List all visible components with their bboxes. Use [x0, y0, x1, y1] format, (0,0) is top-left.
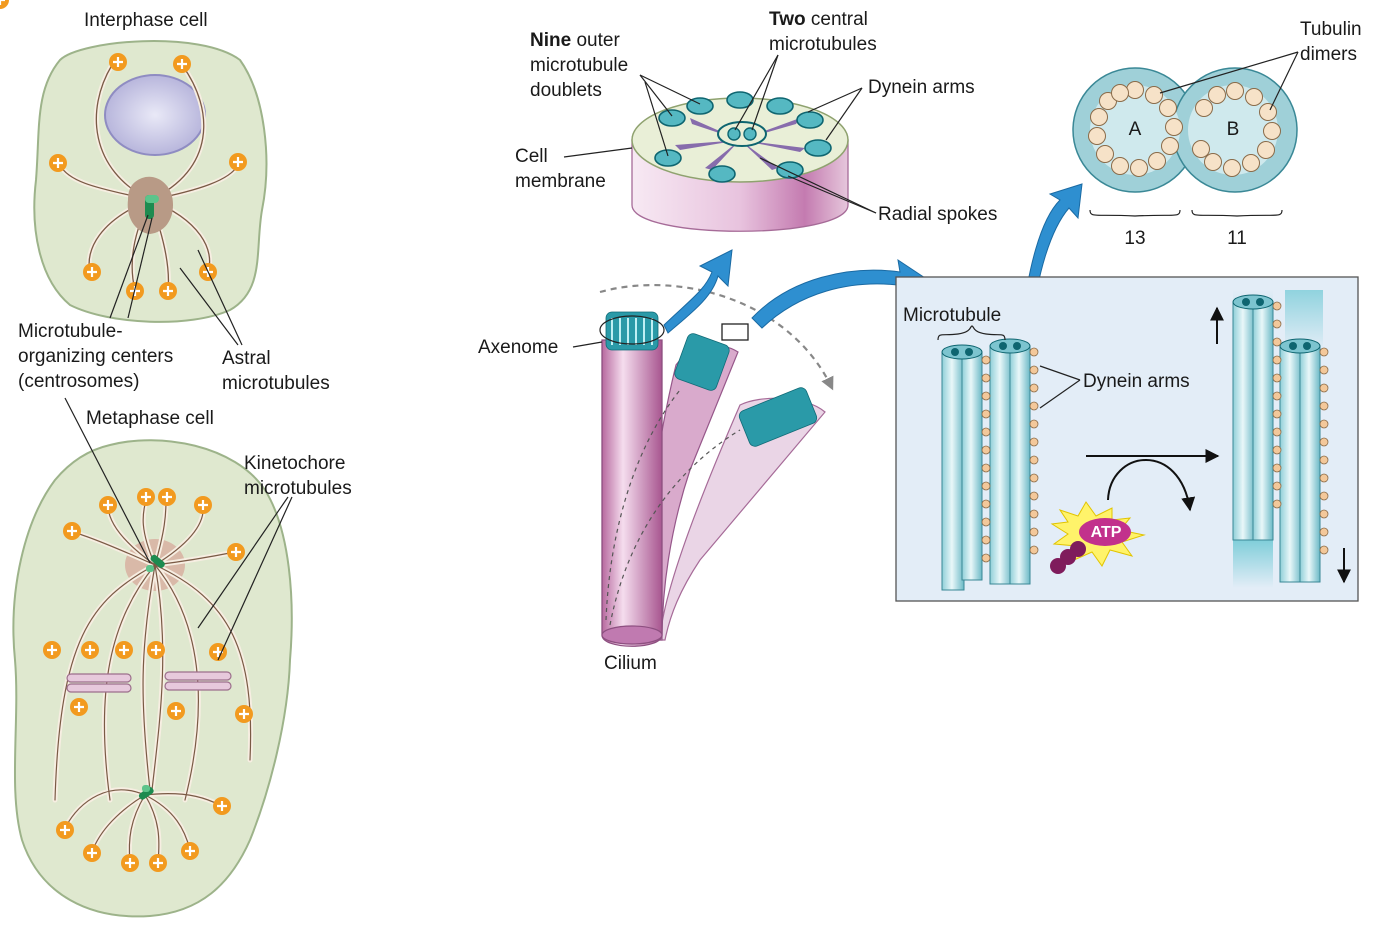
plus-end-icon [0, 0, 9, 9]
mtoc-label-line2: organizing centers [18, 346, 174, 367]
nucleus [104, 74, 206, 156]
tubulin-label-line1: Tubulin [1300, 19, 1362, 40]
radial-spokes-label: Radial spokes [878, 204, 998, 225]
tubule-a-label: A [1128, 119, 1142, 140]
axoneme-cross-section [631, 91, 849, 232]
doublet-right [1232, 294, 1321, 583]
kinetochore-label-line2: microtubules [244, 478, 352, 499]
tubule-b-label: B [1226, 119, 1240, 140]
mtoc-label-line1: Microtubule- [18, 321, 123, 342]
astral-label-line1: Astral [222, 348, 271, 369]
cross-section-leaders [563, 54, 877, 214]
atp-icon [1050, 501, 1146, 574]
axenome-label: Axenome [478, 337, 559, 358]
count-a-label: 13 [1124, 228, 1146, 249]
nine-doublets-label-line2: microtubule [530, 55, 629, 76]
kinetochore-label-line1: Kinetochore [244, 453, 346, 474]
dynein-panel [895, 276, 1359, 602]
nine-bold: Nine [530, 30, 572, 51]
doublet-left [941, 338, 1031, 591]
astral-label-line2: microtubules [222, 373, 330, 394]
two-rest: central [805, 9, 868, 30]
metaphase-cell [12, 439, 293, 918]
interphase-cell-label: Interphase cell [84, 10, 208, 31]
cilium-label: Cilium [604, 653, 657, 674]
cell-membrane-label-line2: membrane [515, 171, 606, 192]
two-central-label-line2: microtubules [769, 34, 877, 55]
nine-doublets-label-line1: Nine outer [530, 29, 620, 53]
microtubule-doublet [1072, 51, 1299, 217]
count-b-label: 11 [1227, 228, 1247, 249]
two-central-label-line1: Two central [769, 8, 868, 32]
microtubule-label: Microtubule [903, 305, 1002, 326]
tubulin-ring-a [1088, 81, 1183, 177]
dynein-arms-top-label: Dynein arms [868, 77, 975, 98]
chromosomes [66, 671, 232, 693]
cilium [572, 284, 834, 647]
left-leader-lines [64, 214, 293, 661]
nine-doublets-label-line3: doublets [530, 80, 602, 101]
dynein-arms-panel-label: Dynein arms [1083, 371, 1190, 392]
metaphase-cell-label: Metaphase cell [86, 408, 214, 429]
interphase-cell [33, 40, 268, 323]
dynein-arms-left [981, 347, 1039, 563]
two-bold: Two [769, 9, 806, 30]
nine-rest: outer [571, 30, 620, 51]
tubulin-ring-b [1192, 82, 1281, 177]
tubulin-label-line2: dimers [1300, 44, 1358, 65]
atp-label: ATP [1090, 524, 1122, 541]
dynein-arms-right [1272, 301, 1329, 555]
mtoc-label-line3: (centrosomes) [18, 371, 140, 392]
cell-membrane-label-line1: Cell [515, 146, 548, 167]
